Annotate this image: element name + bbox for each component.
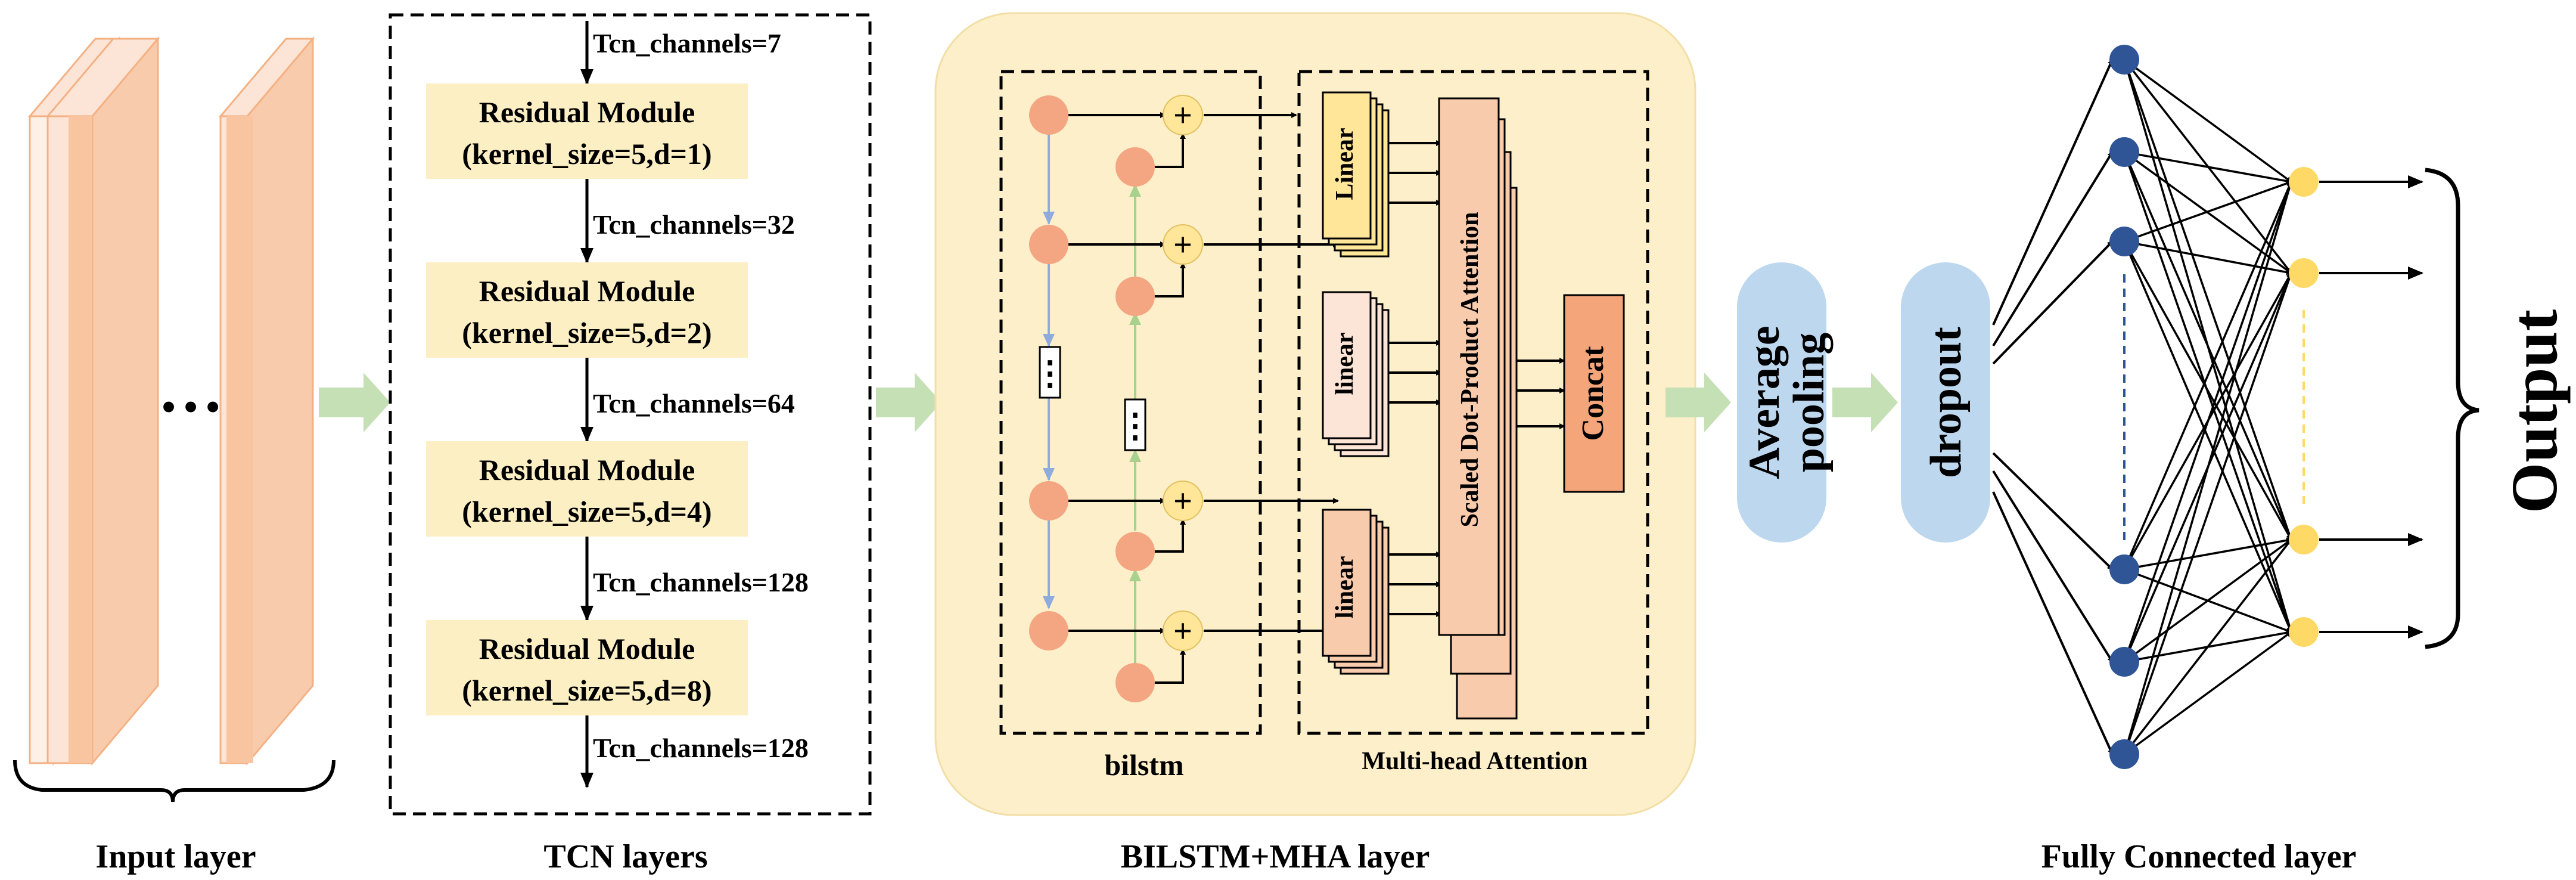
sum-node: + <box>1163 481 1203 521</box>
backward-node <box>1115 663 1155 702</box>
flow-arrow <box>1832 373 1898 432</box>
input-brace <box>13 760 335 802</box>
flow-arrow <box>1665 373 1731 432</box>
tcn-dashed-box <box>389 13 872 816</box>
svg-text:dropout: dropout <box>1922 327 1971 478</box>
svg-text:Average: Average <box>1740 326 1789 479</box>
input-ellipsis: … <box>158 353 223 426</box>
svg-text:⋮: ⋮ <box>1033 355 1067 392</box>
forward-node <box>1029 611 1068 650</box>
linear-block: Linear <box>1322 91 1390 258</box>
mha-label: Multi-head Attention <box>1362 748 1587 775</box>
bilstm-mha-caption: BILSTM+MHA layer <box>1121 838 1430 875</box>
svg-text:pooling: pooling <box>1785 333 1834 472</box>
svg-text:⋮: ⋮ <box>1118 408 1152 445</box>
residual-module: Residual Module (kernel_size=5,d=4) <box>426 441 748 537</box>
svg-text:Scaled Dot-Product Attention: Scaled Dot-Product Attention <box>1456 212 1484 528</box>
svg-text:(kernel_size=5,d=2): (kernel_size=5,d=2) <box>462 316 711 349</box>
input-layer-caption: Input layer <box>95 838 256 875</box>
svg-text:Residual Module: Residual Module <box>479 274 695 308</box>
svg-text:(kernel_size=5,d=1): (kernel_size=5,d=1) <box>462 137 711 171</box>
tcn-layers: Tcn_channels=7 Tcn_channels=32 Tcn_chann… <box>389 13 872 875</box>
svg-text:+: + <box>1173 483 1192 520</box>
svg-text:(kernel_size=5,d=8): (kernel_size=5,d=8) <box>462 674 711 707</box>
bilstm-label: bilstm <box>1104 748 1183 782</box>
residual-module: Residual Module (kernel_size=5,d=8) <box>426 620 748 715</box>
fc-caption: Fully Connected layer <box>2041 838 2357 875</box>
residual-module: Residual Module (kernel_size=5,d=2) <box>426 262 748 358</box>
fc-input-node <box>2109 739 2139 769</box>
svg-text:+: + <box>1173 227 1192 264</box>
input-sheet <box>218 36 315 766</box>
fc-output-node <box>2289 258 2319 288</box>
backward-node <box>1115 277 1155 316</box>
output-label: Output <box>2498 309 2571 513</box>
fc-output-node <box>2289 617 2319 647</box>
average-pooling: Average pooling <box>1737 262 1834 543</box>
tcn-channel-label: Tcn_channels=128 <box>593 733 809 763</box>
linear-to-attention-arrows <box>1388 140 1442 617</box>
flow-arrow <box>319 373 390 432</box>
fc-input-node <box>2109 554 2139 584</box>
bilstm-mha-layer: ⋮ ⋮ <box>934 12 1696 875</box>
output: Output <box>2425 168 2571 649</box>
output-brace <box>2425 168 2479 649</box>
svg-text:Concat: Concat <box>1576 346 1610 441</box>
sum-node: + <box>1163 224 1203 265</box>
fully-connected-layer: Fully Connected layer <box>1992 45 2423 875</box>
flow-arrow <box>876 373 941 432</box>
bilstm-connections <box>1067 112 1339 684</box>
fc-output-node <box>2289 167 2319 197</box>
input-sheet <box>45 36 160 766</box>
sum-node: + <box>1163 95 1203 135</box>
tcn-channel-label: Tcn_channels=128 <box>593 567 809 597</box>
tcn-channel-label: Tcn_channels=7 <box>593 28 781 58</box>
svg-text:linear: linear <box>1331 333 1359 395</box>
fc-input-node <box>2109 137 2139 167</box>
input-layer: … Input layer <box>13 36 335 875</box>
forward-node <box>1029 481 1068 520</box>
svg-text:Linear: Linear <box>1331 128 1359 200</box>
attention-block: Scaled Dot-Product Attention <box>1438 97 1518 720</box>
ellipsis-box: ⋮ <box>1033 346 1067 399</box>
svg-text:Residual Module: Residual Module <box>479 453 695 487</box>
svg-text:linear: linear <box>1331 556 1359 619</box>
svg-text:Residual Module: Residual Module <box>479 95 695 129</box>
svg-text:Residual Module: Residual Module <box>479 632 695 665</box>
dropout: dropout <box>1901 262 1990 543</box>
fc-connections <box>2123 58 2293 755</box>
tcn-channel-label: Tcn_channels=32 <box>593 209 795 240</box>
svg-text:+: + <box>1173 613 1192 650</box>
fc-input-node <box>2109 647 2139 677</box>
bilstm-dashed-box <box>999 70 1262 735</box>
fc-output-node <box>2289 525 2319 554</box>
backward-node <box>1115 532 1155 571</box>
concat-block: Concat <box>1563 294 1625 493</box>
linear-block: linear <box>1322 509 1390 675</box>
fc-output-arrows <box>2319 175 2423 639</box>
tcn-channel-label: Tcn_channels=64 <box>593 388 795 419</box>
linear-block: linear <box>1322 291 1390 457</box>
svg-text:(kernel_size=5,d=4): (kernel_size=5,d=4) <box>462 495 711 528</box>
forward-node <box>1029 225 1068 264</box>
forward-node <box>1029 95 1068 135</box>
svg-text:+: + <box>1173 97 1192 134</box>
fc-input-node <box>2109 45 2139 75</box>
fc-fan-in <box>1992 58 2114 755</box>
residual-module: Residual Module (kernel_size=5,d=1) <box>426 83 748 179</box>
backward-node <box>1115 147 1155 187</box>
tcn-caption: TCN layers <box>543 838 707 875</box>
sum-node: + <box>1163 611 1203 651</box>
fc-input-node <box>2109 227 2139 256</box>
attention-to-concat-arrows <box>1517 358 1565 429</box>
mha-dashed-box <box>1297 70 1649 735</box>
ellipsis-box: ⋮ <box>1118 398 1152 451</box>
